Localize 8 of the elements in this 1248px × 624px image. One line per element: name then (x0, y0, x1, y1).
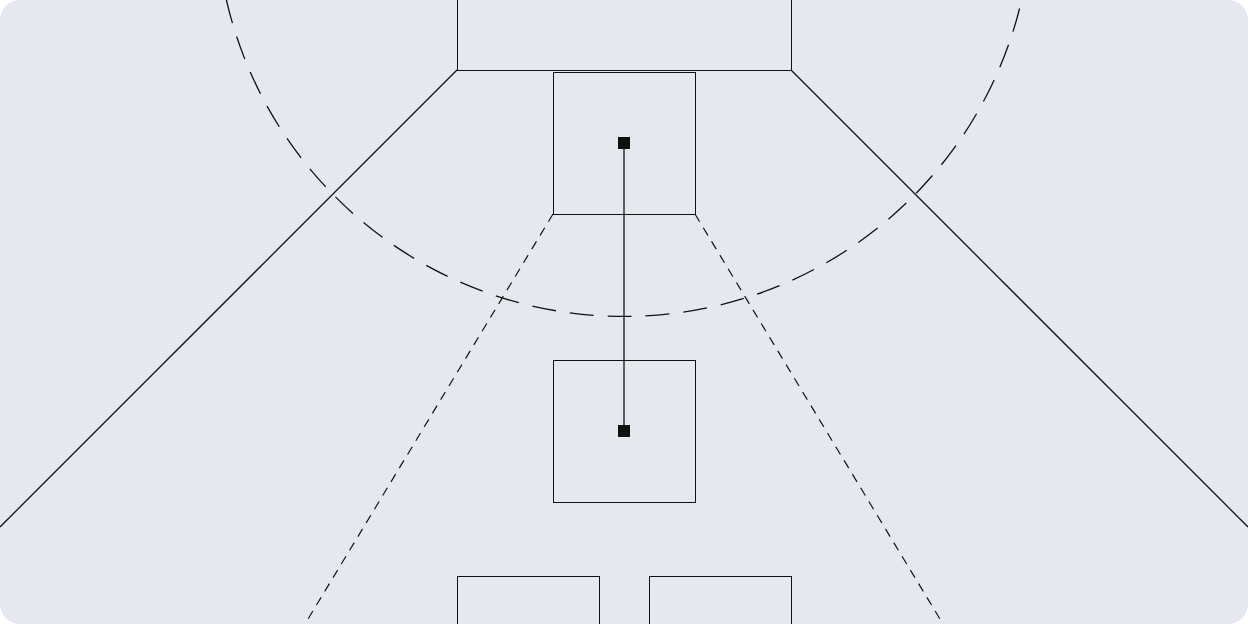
rect-box (457, 0, 792, 71)
rect-box (649, 576, 792, 624)
rect-box (553, 360, 696, 503)
rect-box (553, 72, 696, 215)
connector-line (623, 148, 625, 426)
terminal-square (618, 137, 630, 149)
terminal-square (618, 425, 630, 437)
rect-box (457, 576, 600, 624)
